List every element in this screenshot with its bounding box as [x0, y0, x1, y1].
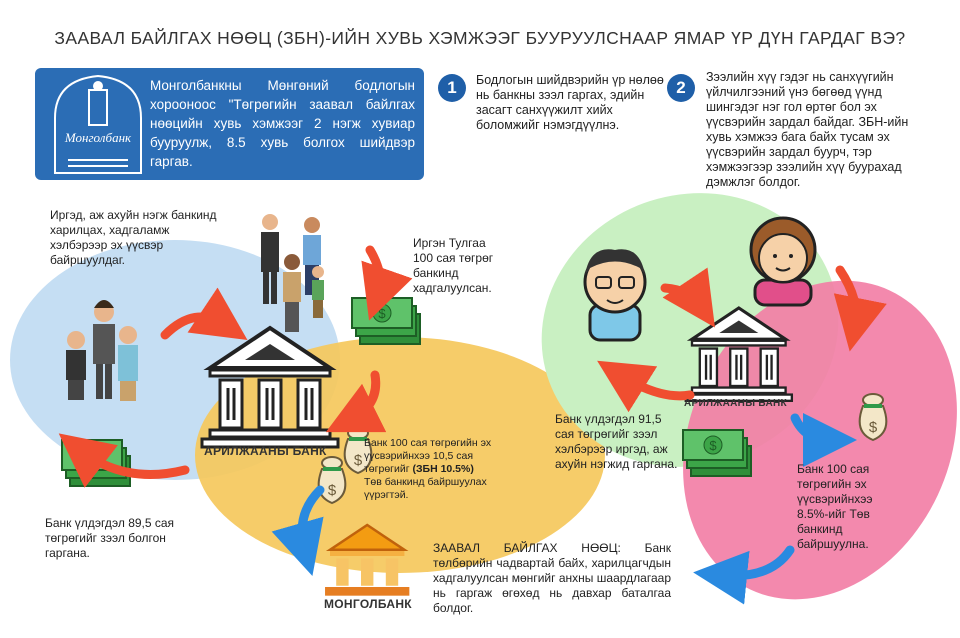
arrow-icon — [790, 412, 857, 467]
citizens-group-icon — [66, 300, 138, 401]
point-2-badge: 2 — [667, 74, 695, 102]
arrow-icon — [58, 433, 190, 488]
citizens-text: Иргэд, аж ахуйн нэгж банкинд харилцах, х… — [50, 208, 217, 267]
woman-face-icon — [749, 216, 817, 307]
page-title: ЗААВАЛ БАЙЛГАХ НӨӨЦ (ЗБН)-ИЙН ХУВЬ ХЭМЖЭ… — [54, 28, 906, 48]
arrow-icon — [693, 545, 795, 605]
right-reserve-text: Банк 100 сая төгрөгийн эх үүсвэрийнхээ 8… — [797, 462, 873, 551]
mongolbank-label: МОНГОЛБАНК — [324, 597, 412, 611]
intro-text: Монголбанкны Мөнгөний бодлогын хорооноос… — [150, 78, 415, 169]
arrow-icon — [325, 370, 387, 433]
deposit-text: Иргэн Тулгаа 100 сая төгрөг банкинд хадг… — [413, 236, 494, 295]
mongolbank-building-icon — [325, 523, 410, 596]
arrow-icon — [361, 245, 413, 321]
money-bag-icon — [858, 393, 888, 441]
money-stack-icon — [351, 297, 421, 345]
mongolbank-logo: Монголбанк — [54, 74, 142, 174]
arrow-icon — [271, 485, 325, 576]
reserve-text: Банк 100 сая төгрөгийн эх үүсвэрийнхээ 1… — [364, 437, 492, 502]
commercial-bank-label: АРИЛЖААНЫ БАНК — [204, 444, 327, 458]
intro-banner: Монголбанк — [35, 68, 424, 180]
arrow-icon — [660, 267, 715, 328]
reserve-text-a: Банк 100 сая төгрөгийн эх үүсвэрийнхээ 1… — [364, 437, 492, 475]
point-1-text: Бодлогын шийдвэрийн үр нөлөө нь банкны з… — [476, 73, 664, 132]
point-2-text: Зээлийн хүү гэдэг нь санхүүгийн үйлчилгэ… — [706, 70, 909, 189]
money-bag-icon — [317, 456, 347, 504]
reserve-text-b: Төв банкинд байршуулах үүрэгтэй. — [364, 476, 487, 501]
right-loan-text: Банк үлдэгдэл 91,5 сая төгрөгийг зээл хэ… — [555, 412, 678, 471]
right-commercial-bank-label: АРИЛЖААНЫ БАНК — [684, 398, 787, 409]
money-stack-icon — [682, 429, 752, 477]
man-face-icon — [583, 249, 647, 342]
point-1-badge: 1 — [438, 74, 466, 102]
svg-text:Монголбанк: Монголбанк — [64, 130, 132, 145]
reserve-definition-text: ЗААВАЛ БАЙЛГАХ НӨӨЦ: Банк төлбөрийн чадв… — [433, 541, 671, 615]
reserve-rate: (ЗБН 10.5%) — [412, 463, 474, 475]
arrow-icon — [160, 287, 248, 340]
family-group-icon — [261, 214, 324, 332]
arrow-icon — [833, 265, 887, 352]
arrow-icon — [597, 360, 695, 413]
left-loan-text: Банк үлдэгдэл 89,5 сая төгрөгийг зээл бо… — [45, 516, 175, 560]
